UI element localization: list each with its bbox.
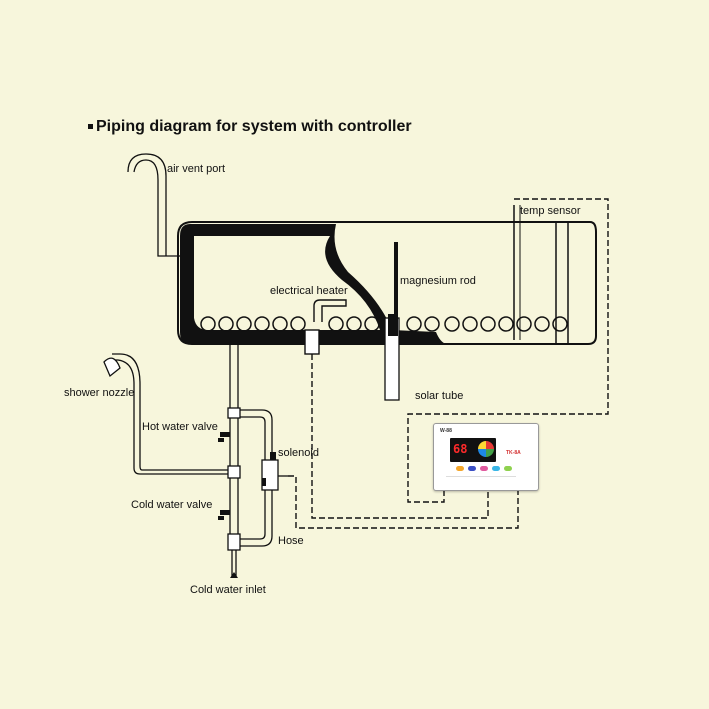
electrical-heater bbox=[304, 299, 347, 355]
label-hose: Hose bbox=[278, 535, 304, 547]
controller-button-5[interactable] bbox=[504, 466, 512, 471]
controller-divider bbox=[446, 476, 516, 477]
label-shower-nozzle: shower nozzle bbox=[64, 387, 135, 399]
label-air-vent-port: air vent port bbox=[167, 163, 226, 175]
label-cold-water-inlet: Cold water inlet bbox=[190, 584, 266, 596]
water-tank bbox=[177, 221, 597, 345]
label-cold-water-valve: Cold water valve bbox=[131, 499, 213, 511]
water-pipes bbox=[112, 344, 273, 576]
controller-wiring bbox=[288, 198, 609, 529]
label-magnesium-rod: magnesium rod bbox=[400, 275, 476, 287]
solar-tube-inlets bbox=[200, 316, 568, 332]
inlet-arrow bbox=[230, 572, 238, 578]
magnesium-rod bbox=[384, 242, 400, 401]
solenoid bbox=[261, 452, 288, 491]
controller-button-3[interactable] bbox=[480, 466, 488, 471]
title-text: Piping diagram for system with controlle… bbox=[96, 118, 412, 135]
controller-display: 68 bbox=[450, 438, 496, 462]
diagram-title: Piping diagram for system with controlle… bbox=[88, 118, 412, 136]
shower-head bbox=[103, 357, 121, 378]
controller-status-dial bbox=[478, 441, 494, 457]
controller-brand: W-88 bbox=[440, 428, 452, 434]
controller-model: TK-8A bbox=[506, 450, 521, 456]
controller-button-2[interactable] bbox=[468, 466, 476, 471]
temp-sensor-probe bbox=[513, 205, 521, 340]
bullet-icon bbox=[88, 124, 93, 129]
label-solenoid: solenoid bbox=[278, 447, 319, 459]
valve-handles bbox=[218, 432, 230, 520]
label-temp-sensor: temp sensor bbox=[520, 205, 581, 217]
solar-controller: W-88 68 TK-8A bbox=[433, 423, 539, 491]
air-vent-pipe bbox=[127, 153, 180, 257]
label-solar-tube: solar tube bbox=[415, 390, 464, 402]
label-hot-water-valve: Hot water valve bbox=[142, 421, 218, 433]
controller-button-4[interactable] bbox=[492, 466, 500, 471]
controller-temperature: 68 bbox=[453, 442, 468, 456]
label-electrical-heater: electrical heater bbox=[270, 285, 348, 297]
controller-button-1[interactable] bbox=[456, 466, 464, 471]
